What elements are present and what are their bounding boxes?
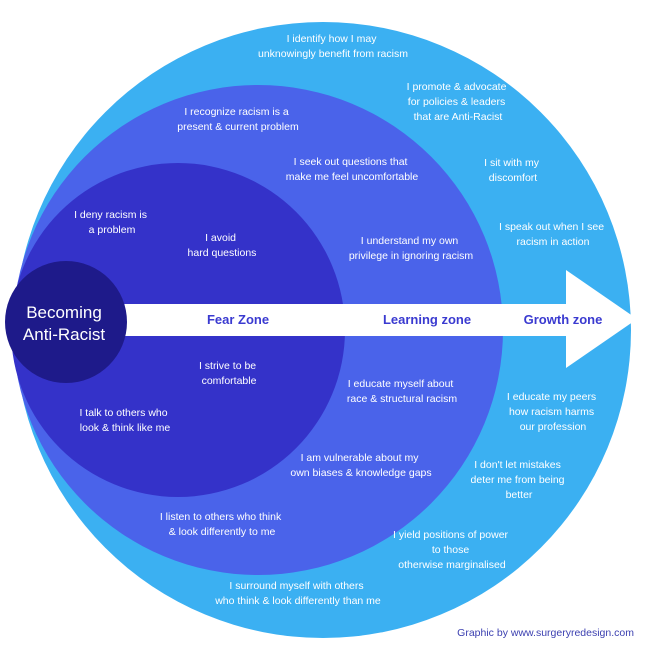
learning-item: I seek out questions that make me feel u… <box>286 156 419 183</box>
growth-item: I identify how I may unknowingly benefit… <box>258 33 408 60</box>
learning-zone-statements: I recognize racism is a present & curren… <box>160 106 474 538</box>
learning-item: I educate myself about race & structural… <box>347 378 458 405</box>
growth-item: I speak out when I see racism in action <box>499 221 607 248</box>
growth-item: I surround myself with others who think … <box>214 580 381 607</box>
fear-item: I strive to be comfortable <box>199 360 259 387</box>
growth-item: I don't let mistakes deter me from being… <box>471 459 568 501</box>
growth-zone-statements: I identify how I may unknowingly benefit… <box>214 33 607 607</box>
growth-item: I promote & advocate for policies & lead… <box>407 81 510 123</box>
growth-zone-label: Growth zone <box>524 312 603 327</box>
learning-item: I listen to others who think & look diff… <box>160 511 284 538</box>
center-circle <box>5 261 127 383</box>
progress-arrow <box>60 270 637 368</box>
fear-zone-statements: I deny racism is a problem I avoid hard … <box>74 209 259 434</box>
fear-item: I talk to others who look & think like m… <box>79 407 170 434</box>
fear-zone-label: Fear Zone <box>207 312 269 327</box>
growth-item: I yield positions of power to those othe… <box>393 529 511 571</box>
fear-item: I deny racism is a problem <box>74 209 150 236</box>
growth-item: I educate my peers how racism harms our … <box>507 391 599 433</box>
learning-item: I understand my own privilege in ignorin… <box>349 235 474 262</box>
growth-item: I sit with my discomfort <box>484 157 542 184</box>
learning-zone-label: Learning zone <box>383 312 471 327</box>
center-label-line2: Anti-Racist <box>23 325 105 344</box>
learning-item: I am vulnerable about my own biases & kn… <box>290 452 431 479</box>
learning-item: I recognize racism is a present & curren… <box>177 106 299 133</box>
fear-item: I avoid hard questions <box>188 232 257 259</box>
center-label-line1: Becoming <box>26 303 102 322</box>
graphic-credit: Graphic by www.surgeryredesign.com <box>457 627 634 639</box>
